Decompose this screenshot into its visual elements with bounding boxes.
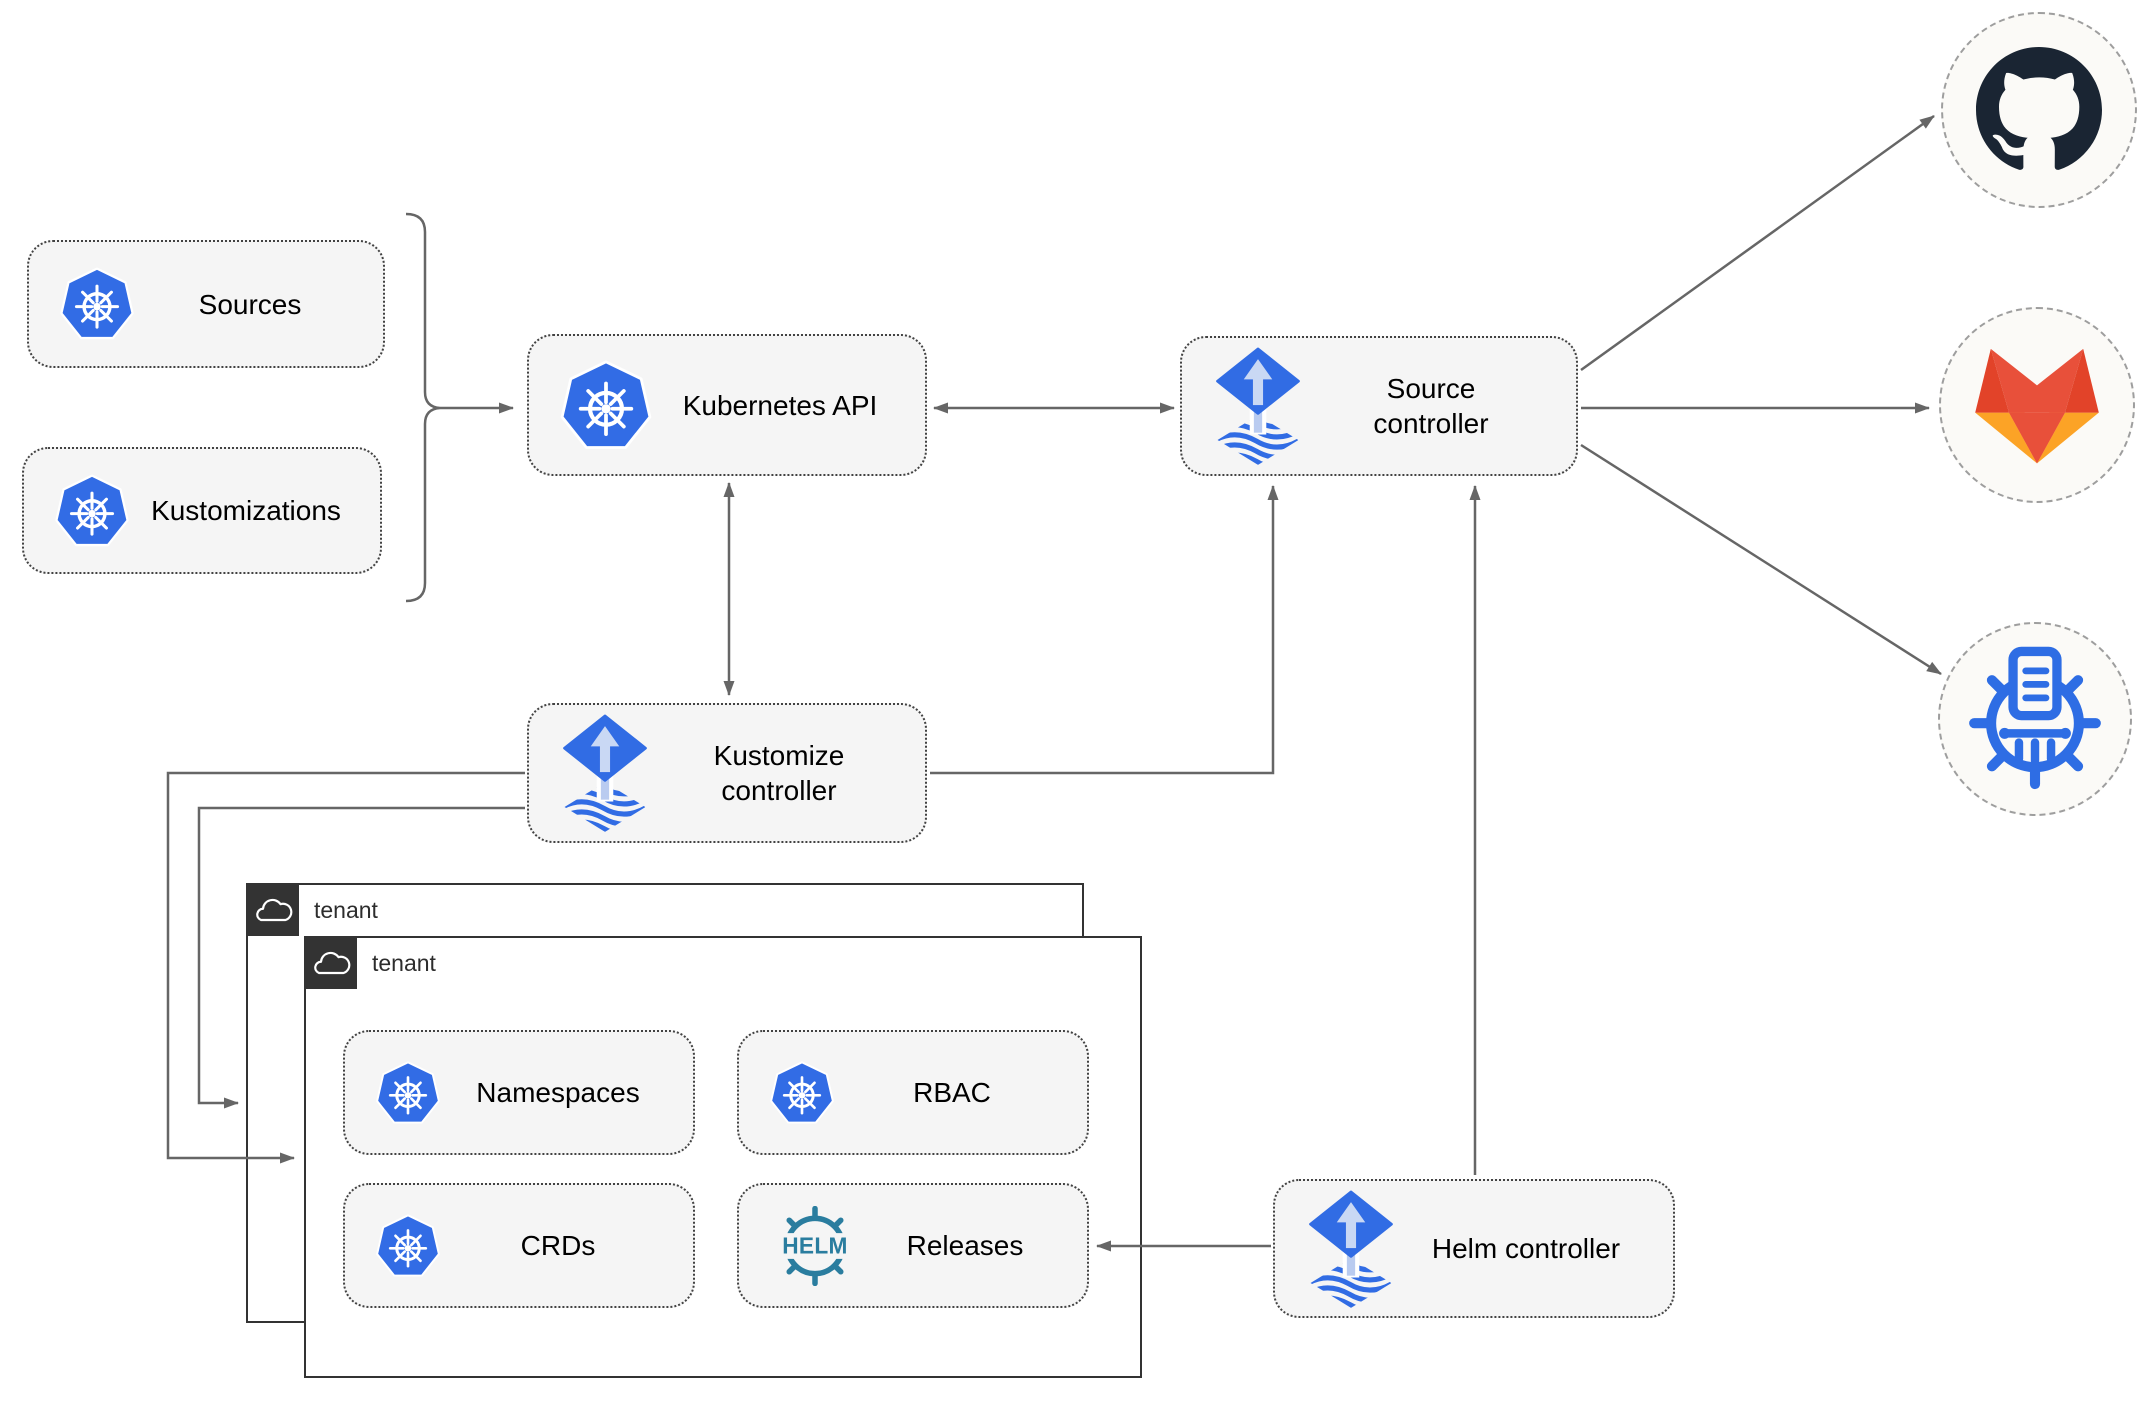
node-helm-controller: Helm controller bbox=[1273, 1179, 1675, 1318]
node-source-controller: Source controller bbox=[1180, 336, 1578, 476]
flux-icon bbox=[559, 714, 651, 832]
node-github bbox=[1941, 12, 2137, 208]
node-namespaces: Namespaces bbox=[343, 1030, 695, 1155]
helm-icon: HELM bbox=[769, 1206, 861, 1286]
kubernetes-icon bbox=[375, 1060, 441, 1125]
helm-logo-text: HELM bbox=[782, 1232, 848, 1258]
node-label: Releases bbox=[906, 1230, 1024, 1261]
node-kubernetes-api: Kubernetes API bbox=[527, 334, 927, 476]
tenant-label: tenant bbox=[314, 897, 378, 923]
node-label: Helm controller bbox=[1431, 1233, 1621, 1264]
node-crds: CRDs bbox=[343, 1183, 695, 1308]
kubernetes-icon bbox=[769, 1060, 835, 1125]
node-releases: HELM Releases bbox=[737, 1183, 1089, 1308]
github-icon bbox=[1976, 47, 2102, 173]
node-label: Source controller bbox=[1373, 373, 1489, 439]
node-kustomize-controller: Kustomize controller bbox=[527, 703, 927, 843]
kubernetes-icon bbox=[59, 267, 135, 341]
node-label: Kustomizations bbox=[151, 495, 341, 526]
kubernetes-icon bbox=[559, 360, 653, 451]
node-label: RBAC bbox=[913, 1077, 991, 1108]
node-rbac: RBAC bbox=[737, 1030, 1089, 1155]
kubernetes-icon bbox=[375, 1213, 441, 1278]
tenant-label: tenant bbox=[372, 950, 436, 976]
node-gitlab bbox=[1939, 307, 2135, 503]
node-label: Kubernetes API bbox=[682, 389, 878, 421]
edge-source-controller-to-github bbox=[1580, 114, 1935, 372]
cloud-icon bbox=[304, 936, 357, 989]
cloud-icon bbox=[246, 883, 299, 936]
node-kustomizations: Kustomizations bbox=[22, 447, 382, 574]
flux-icon bbox=[1212, 347, 1304, 465]
edge-source-controller-to-chartmuseum bbox=[1580, 443, 1942, 676]
node-label: Kustomize controller bbox=[713, 740, 845, 806]
node-label: Namespaces bbox=[476, 1077, 640, 1108]
kubernetes-icon bbox=[54, 473, 130, 548]
brace-sources-kustomizations bbox=[405, 212, 441, 603]
node-sources: Sources bbox=[27, 240, 385, 368]
gitlab-icon bbox=[1975, 345, 2099, 466]
edge-kustomize-to-source-controller bbox=[930, 485, 1279, 775]
flux-icon bbox=[1305, 1190, 1397, 1308]
tenant-box-front: tenant bbox=[304, 936, 1142, 1378]
chartmuseum-icon bbox=[1959, 643, 2111, 795]
node-chartmuseum bbox=[1938, 622, 2132, 816]
node-label: CRDs bbox=[520, 1230, 596, 1261]
node-label: Sources bbox=[198, 288, 302, 320]
